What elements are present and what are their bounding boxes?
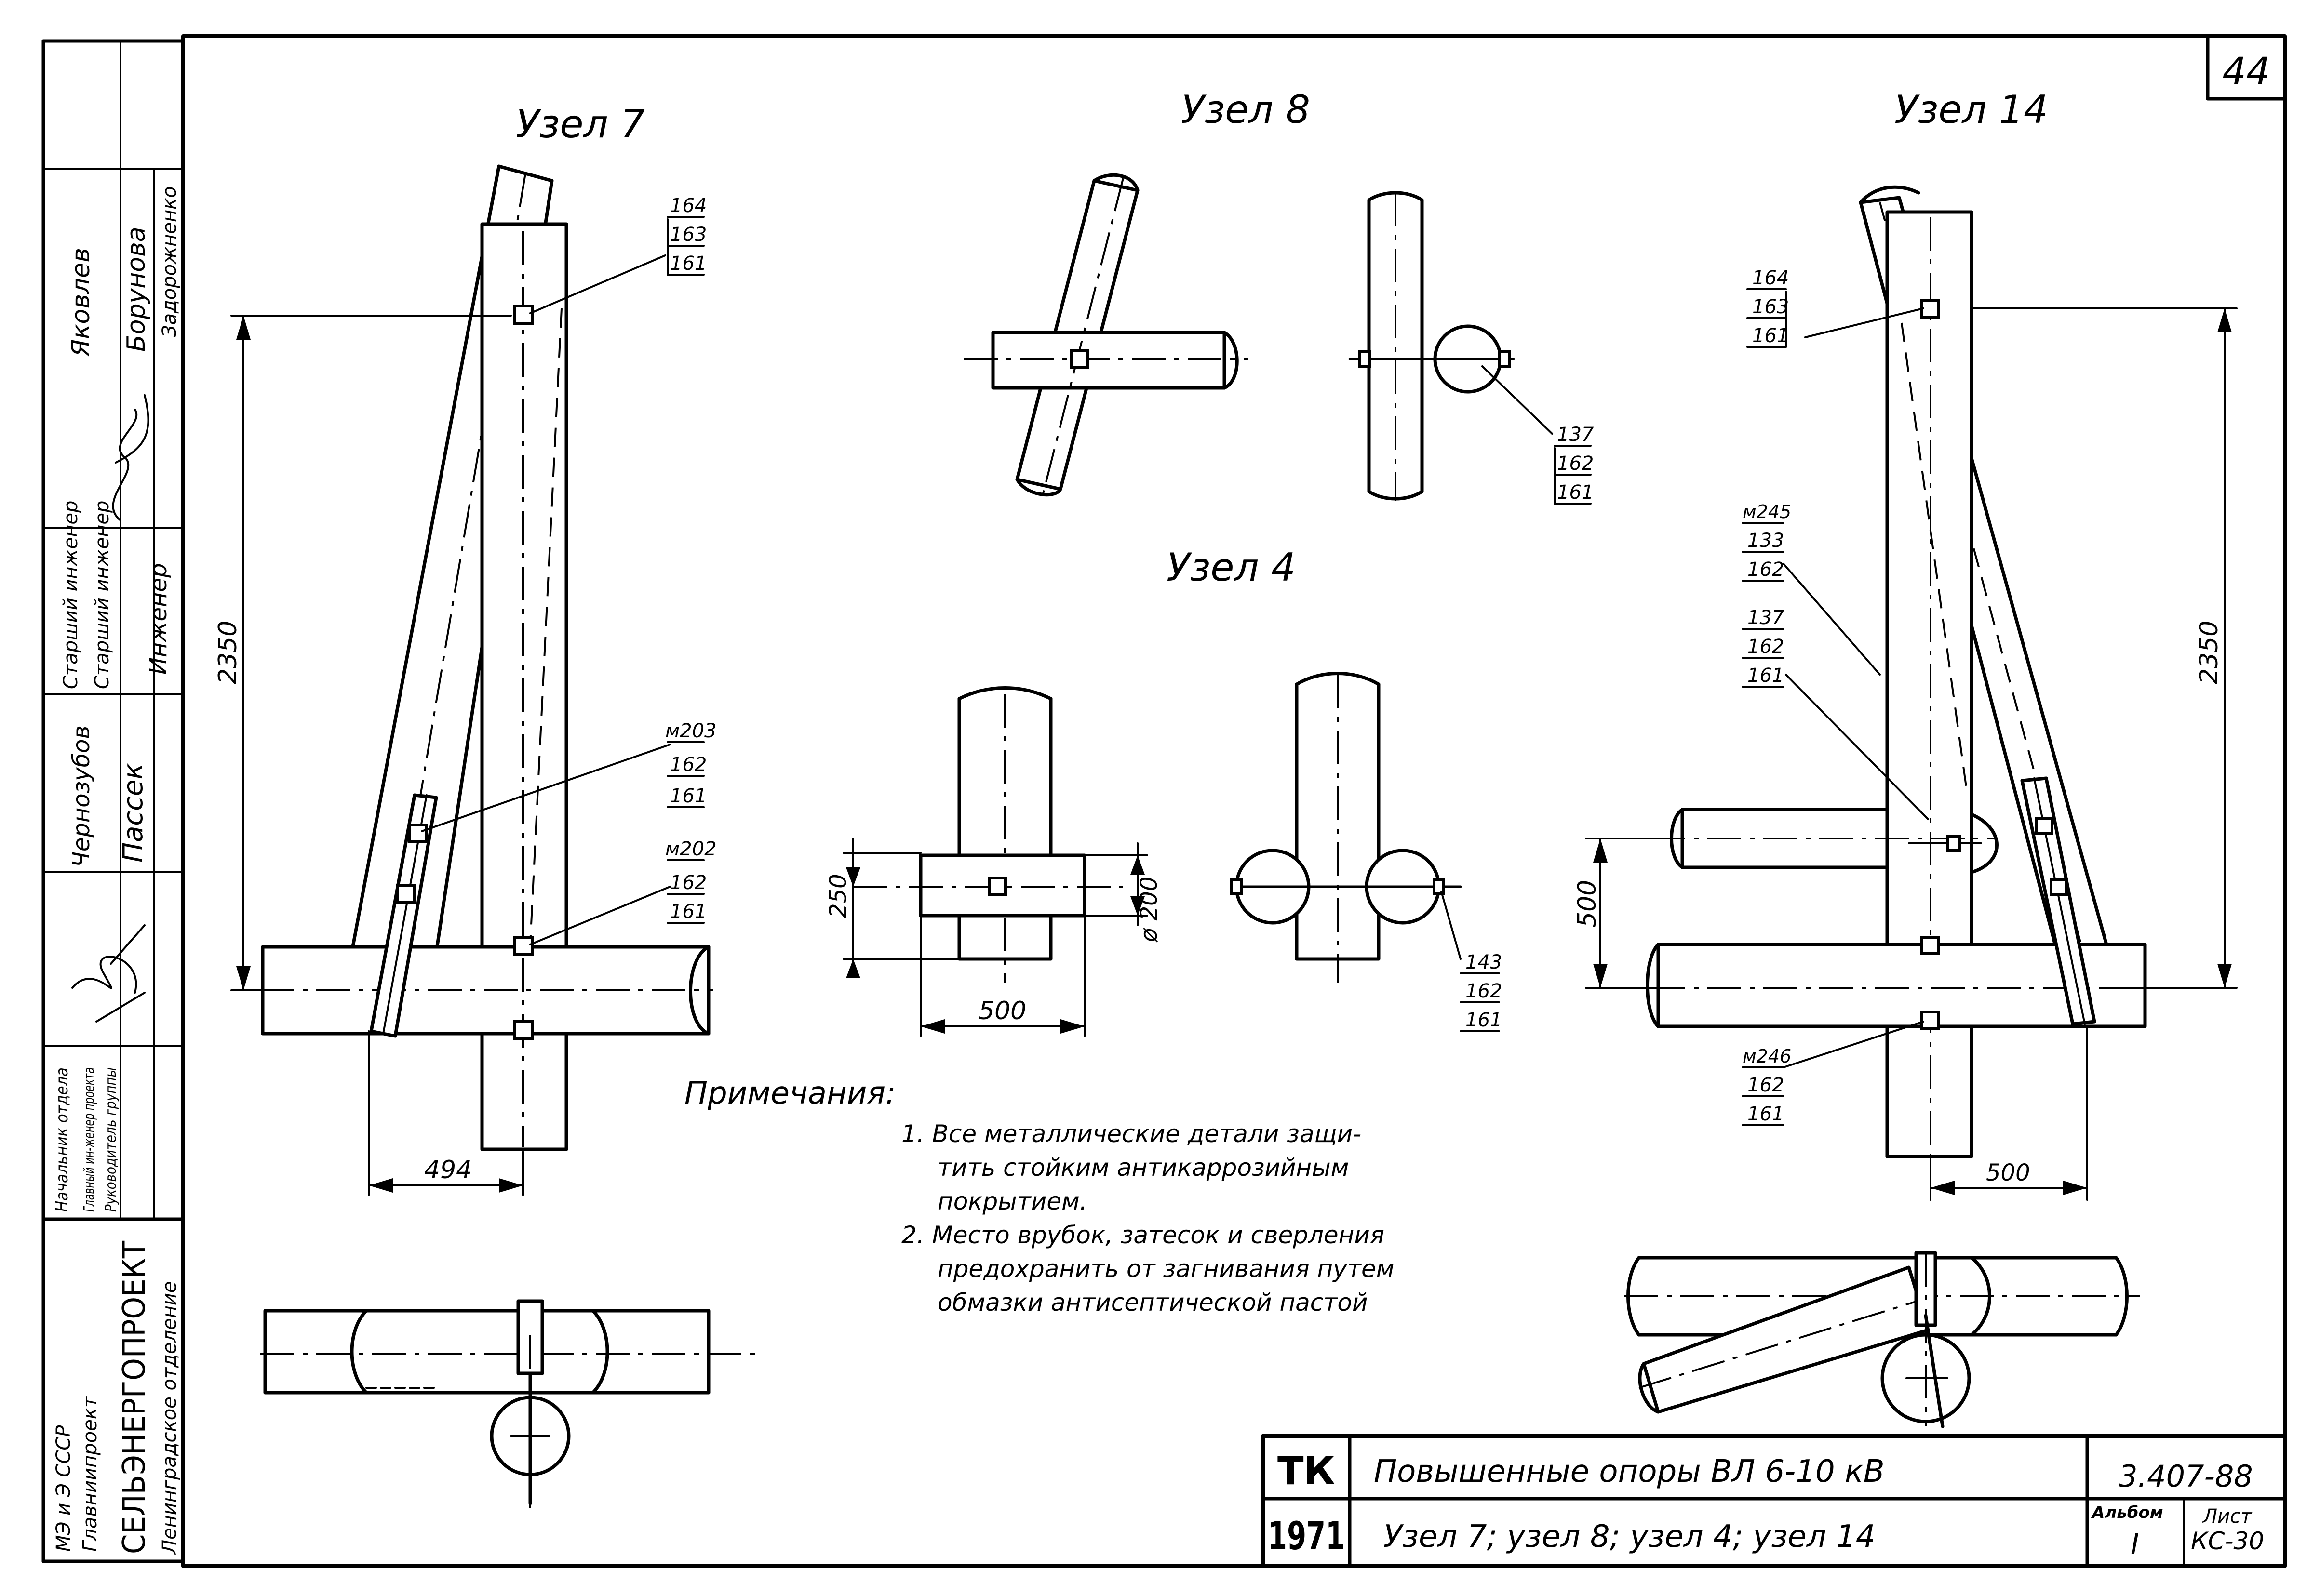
svg-text:161: 161 <box>1752 325 1789 347</box>
role-1: Начальник отдела <box>53 1067 72 1212</box>
org-line-2: Главниипроект <box>79 1396 101 1552</box>
svg-text:163: 163 <box>670 224 707 246</box>
svg-text:164: 164 <box>670 195 707 217</box>
node7-ref-mid: м203 162 161 <box>665 720 717 808</box>
note1-line2: тить стойким антикаррозийным <box>938 1154 1349 1182</box>
node4-title: Узел 4 <box>1167 545 1296 590</box>
svg-text:137: 137 <box>1557 424 1594 446</box>
signature-2 <box>112 394 149 521</box>
node14-ref-top: 164 163 161 <box>1746 267 1789 348</box>
org-line-1: МЭ и Э СССР <box>53 1425 75 1552</box>
tb-sheet-label: Лист <box>2202 1505 2253 1528</box>
tb-sheet-value: КС-30 <box>2191 1527 2264 1555</box>
node4-crossarm <box>919 853 1086 918</box>
node4-view: 250 ø 200 500 <box>825 672 1462 1037</box>
node7-dim-494: 494 <box>424 1156 472 1184</box>
svg-text:137: 137 <box>1747 607 1784 629</box>
node14-ref-low: м246 162 161 <box>1742 1046 1791 1126</box>
title-block: ТК 1971 Повышенные опоры ВЛ 6-10 кВ Узел… <box>1261 1434 2287 1568</box>
role-6: Инженер <box>145 563 172 675</box>
node14-title: Узел 14 <box>1894 87 2048 132</box>
svg-text:161: 161 <box>1747 1103 1784 1125</box>
role-4: Старший инженер <box>60 501 82 689</box>
name-5: Задорожненко <box>159 186 181 337</box>
page-number-box: 44 <box>2206 34 2287 101</box>
node7-title: Узел 7 <box>516 102 645 146</box>
node8-ref: 137 162 161 <box>1554 424 1594 505</box>
name-4: Борунова <box>122 226 151 352</box>
note1-line1: 1. Все металлические детали защи- <box>901 1120 1361 1148</box>
node14-ref-a: м245 133 162 <box>1742 501 1791 582</box>
svg-text:162: 162 <box>1747 559 1784 581</box>
node14-dim-2350: 2350 <box>2195 621 2224 684</box>
svg-text:163: 163 <box>1752 296 1789 318</box>
node7-ref-top: 164 163 161 <box>667 195 707 276</box>
side-stamp: МЭ и Э СССР Главниипроект СЕЛЬЭНЕРГОПРОЕ… <box>53 186 181 1555</box>
svg-text:162: 162 <box>670 754 707 776</box>
node4-dim-500: 500 <box>979 997 1026 1025</box>
svg-text:161: 161 <box>670 901 707 923</box>
tb-code-bottom: 1971 <box>1268 1514 1345 1558</box>
svg-text:161: 161 <box>1557 481 1594 504</box>
sheet-frame <box>41 34 2287 1568</box>
svg-text:161: 161 <box>1747 665 1784 687</box>
node14-plan-view <box>1624 1251 2140 1428</box>
role-3: Руководитель группы <box>103 1067 120 1212</box>
name-3: Пассек <box>118 763 149 863</box>
svg-text:162: 162 <box>1747 1074 1784 1096</box>
svg-text:м203: м203 <box>665 720 717 742</box>
node14-view: 2350 500 500 <box>1573 185 2238 1201</box>
svg-text:133: 133 <box>1747 530 1784 552</box>
svg-text:161: 161 <box>670 253 707 275</box>
svg-text:161: 161 <box>670 785 707 807</box>
notes-heading: Примечания: <box>684 1076 896 1111</box>
svg-text:162: 162 <box>670 872 707 894</box>
tb-title: Повышенные опоры ВЛ 6-10 кВ <box>1374 1454 1885 1490</box>
note1-line3: покрытием. <box>938 1187 1087 1215</box>
node14-ref-b: 137 162 161 <box>1742 607 1784 688</box>
page-number: 44 <box>2222 50 2270 93</box>
org-line-4: Ленинградское отделение <box>159 1281 181 1555</box>
node7-view: 2350 494 <box>214 164 713 1196</box>
name-2: Яковлев <box>67 248 95 357</box>
org-line-3: СЕЛЬЭНЕРГОПРОЕКТ <box>117 1240 152 1554</box>
node8-crossarm <box>991 331 1226 390</box>
note2-line3: обмазки антисептической пастой <box>938 1289 1368 1317</box>
tb-album-label: Альбом <box>2091 1503 2163 1522</box>
node7-ref-low: м202 162 161 <box>665 838 717 924</box>
name-1: Чернозубов <box>68 725 95 867</box>
svg-text:164: 164 <box>1752 267 1789 289</box>
node4-dim-250: 250 <box>825 874 852 918</box>
node8-title: Узел 8 <box>1181 87 1310 132</box>
node7-dim-2350: 2350 <box>214 621 242 684</box>
node7-plan-view <box>260 1299 762 1508</box>
svg-text:м245: м245 <box>1743 501 1791 522</box>
node4-ref: 143 162 161 <box>1460 951 1502 1032</box>
tb-album-value: I <box>2131 1528 2139 1561</box>
svg-text:м246: м246 <box>1743 1046 1791 1067</box>
note2-line1: 2. Место врубок, затесок и сверления <box>901 1221 1384 1249</box>
svg-text:162: 162 <box>1747 636 1784 658</box>
node14-dim-500-v: 500 <box>1573 880 1602 928</box>
role-2: Главный ин-женер проекта <box>81 1067 98 1212</box>
notes: Примечания: 1. Все металлические детали … <box>684 1076 1394 1317</box>
node14-dim-500-h: 500 <box>1986 1159 2030 1186</box>
svg-text:162: 162 <box>1465 980 1502 1002</box>
svg-text:161: 161 <box>1465 1009 1502 1031</box>
svg-text:162: 162 <box>1557 452 1594 475</box>
svg-text:м202: м202 <box>665 838 717 860</box>
role-5: Старший инженер <box>91 501 113 689</box>
signature-1 <box>71 924 146 1023</box>
node8-view <box>964 173 1553 502</box>
tb-doc-number: 3.407-88 <box>2119 1459 2253 1494</box>
tb-subtitle: Узел 7; узел 8; узел 4; узел 14 <box>1383 1519 1876 1555</box>
note2-line2: предохранить от загнивания путем <box>938 1255 1394 1283</box>
svg-text:143: 143 <box>1465 951 1502 973</box>
tb-code-top: ТК <box>1277 1449 1335 1493</box>
node4-dim-200: ø 200 <box>1136 877 1163 943</box>
